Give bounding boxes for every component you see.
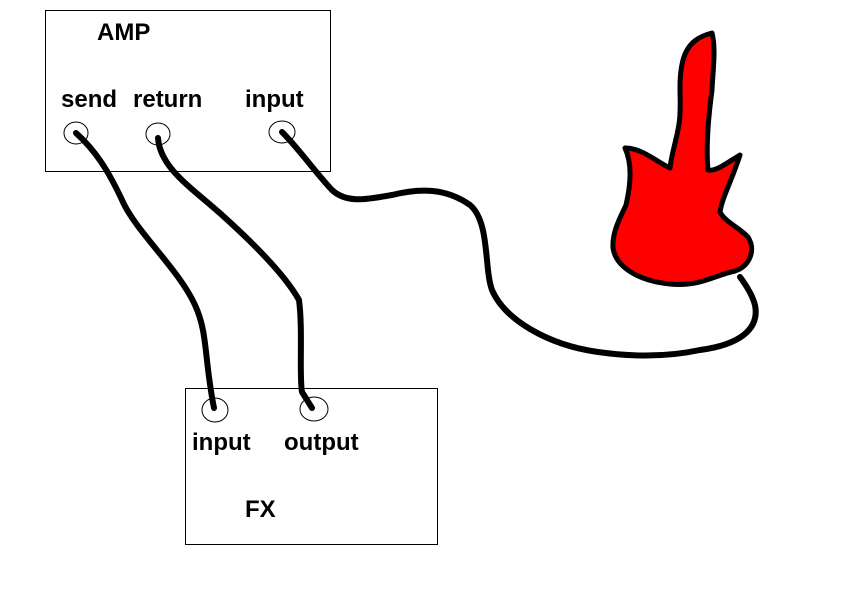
fx-title: FX (245, 496, 276, 523)
amp-input-jack (268, 120, 296, 144)
guitar (610, 30, 754, 287)
fx-unit: input output FX (185, 388, 438, 545)
amp-title: AMP (97, 19, 150, 46)
amp-return-label: return (133, 86, 202, 113)
fx-box (185, 388, 438, 545)
guitar-to-amp-input-cable (279, 129, 759, 359)
fx-output-label: output (284, 429, 359, 456)
amp-box (45, 10, 331, 172)
amp-unit: AMP send return input (45, 10, 331, 172)
amp-send-jack (63, 121, 89, 145)
fx-output-jack (299, 396, 329, 422)
send-to-fx-input-cable (73, 130, 217, 411)
amp-input-label: input (245, 86, 304, 113)
fx-output-to-return-cable (155, 135, 315, 411)
amp-send-label: send (61, 86, 117, 113)
guitar-silhouette (610, 30, 754, 287)
fx-input-label: input (192, 429, 251, 456)
